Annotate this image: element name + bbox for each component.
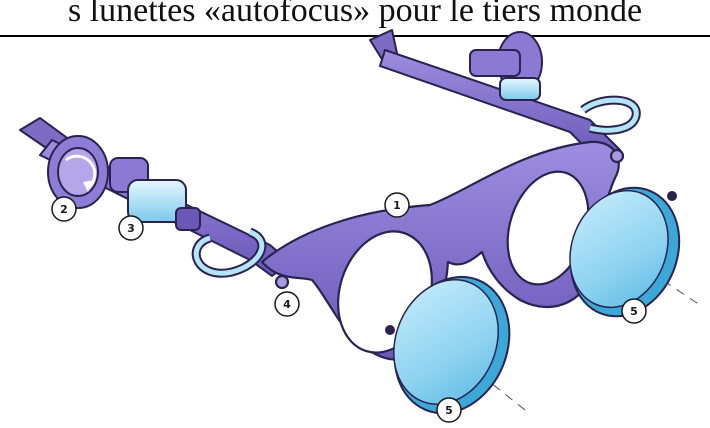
callout-1: 1 [385,193,409,217]
callout-5-left: 5 [437,398,461,422]
callout-5-left-label: 5 [445,404,453,417]
callout-4-label: 4 [283,298,291,311]
callout-2-label: 2 [60,203,68,216]
callout-3: 3 [119,216,143,240]
callout-4: 4 [275,292,299,316]
callout-5-right-label: 5 [630,305,638,318]
callout-1-label: 1 [393,199,401,212]
callout-2: 2 [52,197,76,221]
callout-5-right: 5 [622,299,646,323]
callout-3-label: 3 [127,222,135,235]
